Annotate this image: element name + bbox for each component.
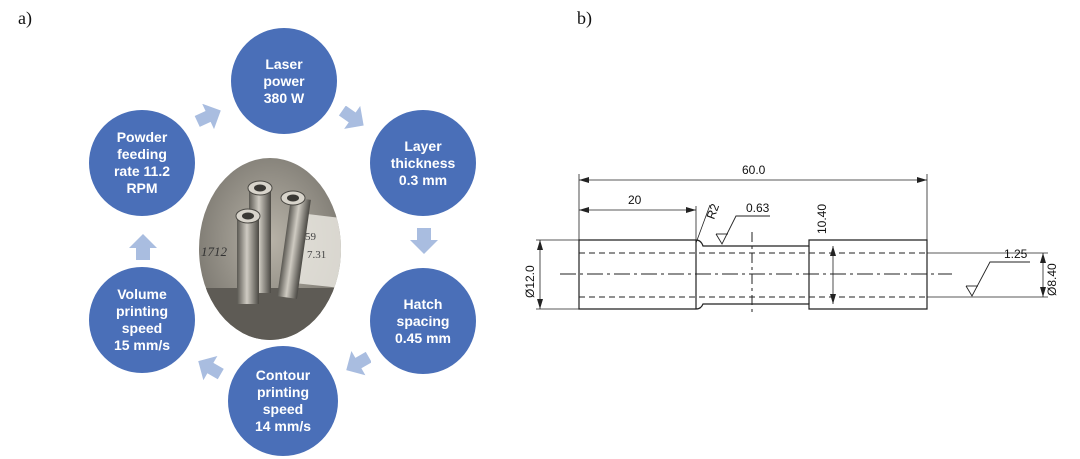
contour-printing-speed-node: Contour printing speed 14 mm/s — [228, 346, 338, 456]
node-line: Layer — [404, 137, 442, 154]
cycle-arrow-icon — [129, 234, 157, 260]
specimen-photo: 59 7.31 1712 — [199, 158, 341, 340]
node-line: Laser — [265, 55, 303, 72]
node-line: speed — [121, 320, 163, 336]
node-line: feeding — [117, 146, 167, 162]
node-line: RPM — [126, 180, 158, 196]
node-line: spacing — [396, 312, 450, 329]
overall-length-label: 60.0 — [742, 163, 766, 177]
neck-dimension-label: 10.40 — [815, 204, 829, 234]
layer-thickness-node: Layer thickness 0.3 mm — [370, 110, 476, 216]
specimen-drawing: 60.0 20 R2 0.63 10.40 Ø12.0 1.25 Ø8.40 — [523, 163, 1059, 315]
powder-feeding-rate-node: Powder feeding rate 11.2 RPM — [89, 110, 195, 216]
cycle-arrow-icon — [194, 104, 221, 130]
handwriting-text: 7.31 — [307, 249, 326, 261]
hatch-spacing-node: Hatch spacing 0.45 mm — [370, 268, 476, 374]
node-line: Hatch — [403, 295, 443, 312]
node-line: 380 W — [263, 89, 305, 106]
cycle-arrow-icon — [198, 355, 224, 380]
handwriting-text: 1712 — [201, 244, 228, 259]
node-line: 14 mm/s — [254, 418, 312, 434]
node-line: thickness — [390, 154, 456, 171]
laser-power-node: Laser power 380 W — [231, 28, 337, 134]
roughness-left-label: 0.63 — [746, 201, 770, 215]
node-line: power — [263, 72, 305, 89]
panel-label-b: b) — [577, 8, 592, 28]
cycle-arrow-icon — [346, 350, 371, 376]
specimen-outline — [578, 239, 928, 310]
node-line: 0.45 mm — [394, 329, 452, 346]
radius-label: R2 — [704, 202, 723, 222]
specimen-photo-image: 59 7.31 1712 — [199, 158, 341, 340]
shoulder-length-label: 20 — [628, 193, 642, 207]
roughness-right-label: 1.25 — [1004, 247, 1028, 261]
node-line: Powder — [116, 129, 168, 145]
node-line: printing — [256, 384, 310, 400]
node-line: speed — [262, 401, 304, 417]
outer-diameter-label: Ø12.0 — [523, 265, 537, 298]
node-line: 0.3 mm — [398, 171, 448, 188]
panel-label-a: a) — [18, 8, 32, 28]
volume-printing-speed-node: Volume printing speed 15 mm/s — [89, 267, 195, 373]
node-line: Volume — [117, 286, 167, 302]
node-line: rate 11.2 — [113, 163, 171, 179]
cycle-arrow-icon — [338, 106, 364, 129]
node-line: printing — [115, 303, 169, 319]
node-line: 15 mm/s — [113, 337, 171, 353]
inner-diameter-label: Ø8.40 — [1045, 263, 1059, 296]
handwriting-text: 59 — [305, 231, 317, 243]
cycle-arrow-icon — [410, 228, 438, 254]
node-line: Contour — [255, 367, 311, 383]
